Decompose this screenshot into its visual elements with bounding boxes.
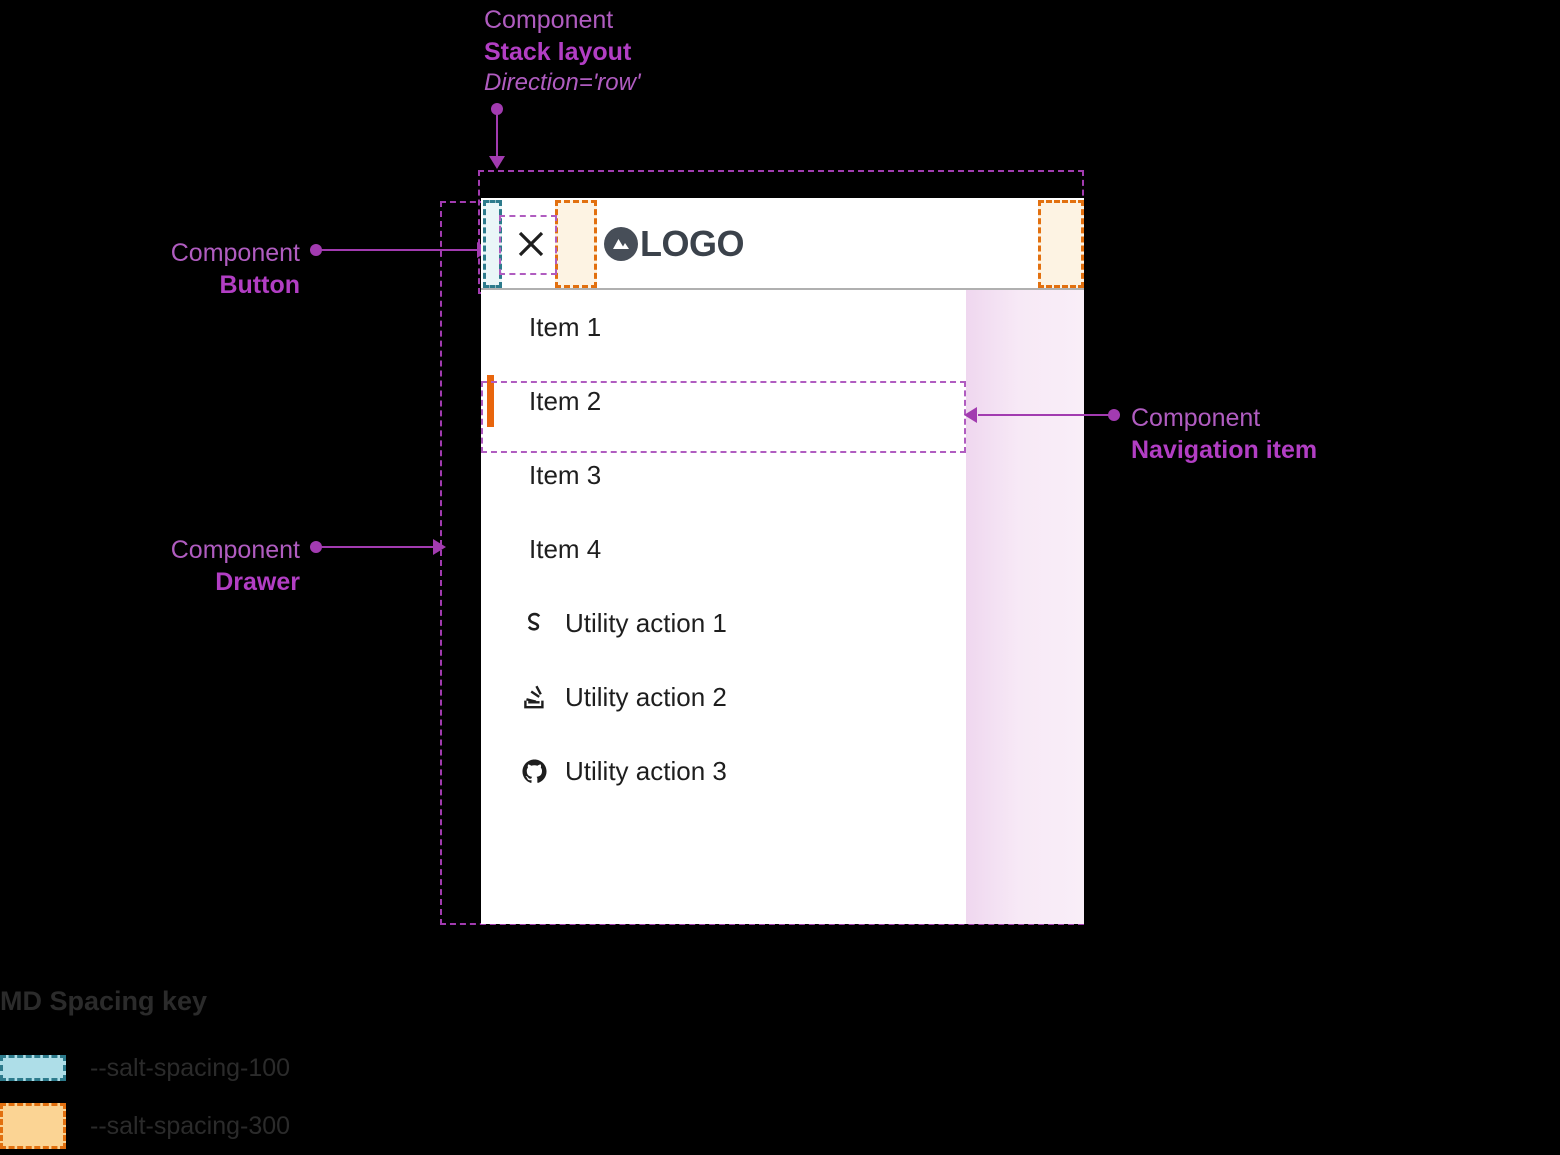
nav-item-3[interactable]: Item 3 — [481, 438, 966, 512]
nav-item-label: Item 2 — [529, 386, 602, 416]
logo: LOGO — [604, 218, 745, 270]
annotation-prop: Direction='row' — [484, 69, 641, 96]
spacing-band-100-left — [483, 200, 502, 288]
leader-line-navigation-item — [978, 414, 1110, 416]
logo-mountain-icon — [604, 227, 638, 261]
annotation-drawer: Component Drawer — [0, 534, 300, 598]
nav-item-4[interactable]: Item 4 — [481, 512, 966, 586]
nav-item-2[interactable]: Item 2 — [481, 364, 966, 438]
close-icon — [516, 229, 546, 259]
utility-action-label: Utility action 2 — [565, 682, 727, 712]
annotation-kind: Component — [484, 6, 614, 34]
drawer-panel: LOGO Item 1 Item 2 Item 3 Item 4 Utility… — [481, 198, 1084, 924]
utility-action-label: Utility action 3 — [565, 756, 727, 786]
annotation-name: Navigation item — [1131, 436, 1318, 464]
spacing-key: MD Spacing key --salt-spacing-100 --salt… — [0, 986, 520, 1155]
utility-action-1[interactable]: Utility action 1 — [481, 586, 966, 660]
annotation-name: Stack layout — [484, 38, 632, 66]
logo-text: LOGO — [640, 223, 745, 264]
leader-line-drawer — [318, 546, 436, 548]
spacing-key-label: --salt-spacing-300 — [90, 1111, 291, 1140]
annotation-name: Button — [219, 271, 300, 299]
nav-item-label: Item 1 — [529, 312, 602, 342]
spacing-key-label: --salt-spacing-100 — [90, 1053, 291, 1082]
leader-arrow-drawer — [433, 539, 446, 555]
annotation-navigation-item: Component Navigation item — [1131, 402, 1317, 466]
close-button[interactable] — [503, 217, 559, 271]
leader-dot-drawer — [310, 541, 322, 553]
utility-action-3[interactable]: Utility action 3 — [481, 734, 966, 808]
github-icon — [519, 756, 549, 786]
spacing-key-row-100: --salt-spacing-100 — [0, 1039, 520, 1097]
nav-item-label: Item 4 — [529, 534, 602, 564]
leader-line-stack-layout — [496, 109, 498, 157]
annotation-kind: Component — [1131, 404, 1261, 432]
nav-highlight-strip — [966, 290, 1084, 924]
spacing-key-title: MD Spacing key — [0, 986, 208, 1016]
leader-dot-button — [310, 244, 322, 256]
leader-line-button — [318, 249, 480, 251]
active-indicator — [487, 375, 494, 427]
nav-list: Item 1 Item 2 Item 3 Item 4 Utility acti… — [481, 290, 966, 808]
utility-action-label: Utility action 1 — [565, 608, 727, 638]
leader-arrow-stack-layout — [489, 156, 505, 169]
spacing-swatch-100 — [0, 1055, 66, 1081]
spacing-band-300-right — [1038, 200, 1084, 288]
spacing-swatch-300 — [0, 1103, 66, 1149]
leader-dot-navigation-item — [1108, 409, 1120, 421]
utility-action-2[interactable]: Utility action 2 — [481, 660, 966, 734]
annotation-stack-layout: Component Stack layout Direction='row' — [484, 4, 641, 99]
annotation-kind: Component — [170, 536, 300, 564]
annotation-name: Drawer — [215, 568, 300, 596]
annotation-kind: Component — [170, 239, 300, 267]
annotation-button: Component Button — [0, 237, 300, 301]
spacing-key-row-300: --salt-spacing-300 — [0, 1097, 520, 1155]
nav-item-1[interactable]: Item 1 — [481, 290, 966, 364]
nav-item-label: Item 3 — [529, 460, 602, 490]
spacing-band-300-logo-gap — [555, 200, 597, 288]
stack-overflow-icon — [519, 682, 549, 712]
leader-arrow-navigation-item — [964, 407, 977, 423]
sketch-s-icon — [519, 608, 549, 638]
